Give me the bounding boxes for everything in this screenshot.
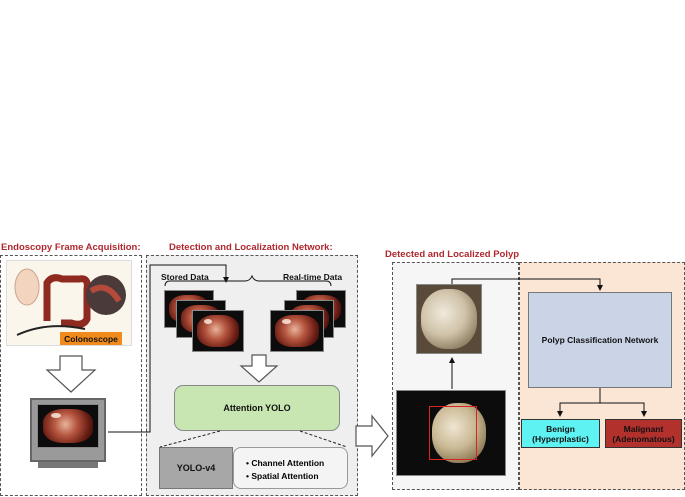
colon-drawing bbox=[14, 268, 126, 336]
benign-sublabel: (Hyperplastic) bbox=[532, 433, 589, 444]
spatial-attention-item: • Spatial Attention bbox=[246, 471, 319, 481]
acquisition-title: Endoscopy Frame Acquisition: bbox=[1, 242, 141, 253]
crop-to-classification-arrow bbox=[451, 278, 603, 291]
channel-attention-item: • Channel Attention bbox=[246, 458, 325, 468]
expand-line-right bbox=[299, 430, 348, 448]
stored-data-label: Stored Data bbox=[161, 272, 209, 282]
colonoscope-label: Colonoscope bbox=[60, 332, 122, 345]
cropped-polyp-image bbox=[416, 284, 482, 354]
benign-label: Benign bbox=[546, 423, 575, 434]
monitor-screen bbox=[37, 404, 99, 448]
monitor-stand bbox=[38, 462, 98, 468]
detected-title: Detected and Localized Polyp bbox=[385, 249, 520, 260]
acquisition-down-arrow bbox=[45, 355, 97, 393]
detection-to-detected-arrow bbox=[355, 414, 389, 458]
monitor-to-detection-line bbox=[108, 264, 229, 433]
malignant-box: Malignant (Adenomatous) bbox=[605, 419, 682, 448]
localized-polyp-frame bbox=[396, 390, 506, 476]
benign-box: Benign (Hyperplastic) bbox=[521, 419, 600, 448]
data-brace bbox=[164, 274, 332, 287]
to-attention-yolo-arrow bbox=[239, 354, 279, 383]
to-malignant-arrow bbox=[600, 402, 647, 417]
colon-anatomy-illustration bbox=[6, 260, 132, 346]
bounding-box bbox=[429, 406, 477, 460]
attention-modules-box: • Channel Attention • Spatial Attention bbox=[233, 447, 348, 489]
monitor bbox=[30, 398, 106, 462]
real-time-data-label: Real-time Data bbox=[283, 272, 343, 282]
detection-title: Detection and Localization Network: bbox=[169, 242, 333, 253]
yolo-v4-box: YOLO-v4 bbox=[159, 447, 233, 489]
polyp-classification-network-box: Polyp Classification Network bbox=[528, 292, 672, 388]
to-benign-arrow bbox=[557, 388, 601, 417]
malignant-label: Malignant bbox=[623, 423, 664, 434]
acquisition-panel bbox=[0, 255, 142, 496]
realtime-frame-3 bbox=[270, 310, 324, 352]
stored-frame-3 bbox=[192, 310, 244, 352]
malignant-sublabel: (Adenomatous) bbox=[612, 433, 675, 444]
attention-yolo-box: Attention YOLO bbox=[174, 385, 340, 431]
expand-line-left bbox=[159, 430, 221, 448]
